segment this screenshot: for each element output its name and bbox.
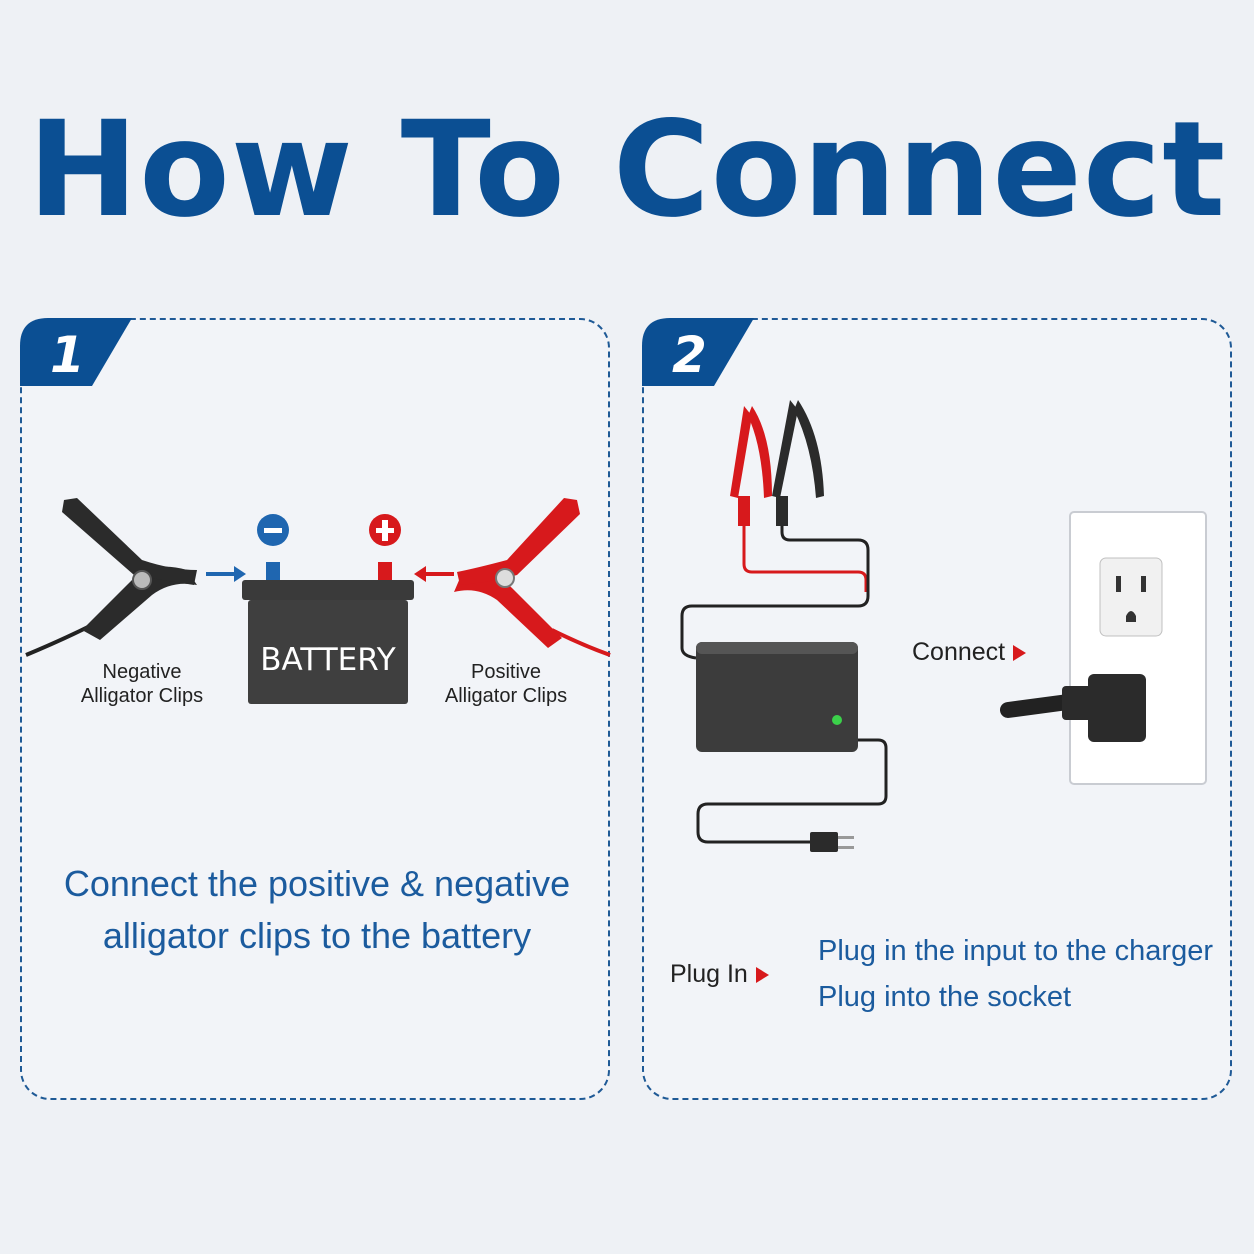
positive-clip-icon (454, 498, 611, 657)
step-number: 2 (672, 326, 707, 384)
plug-in-label: Plug In (670, 960, 769, 989)
charger-icon (680, 400, 888, 852)
step-1-panel: 1 BATTERY Negative Alligator Clips (20, 318, 611, 1100)
step-badge-shape (642, 318, 754, 386)
negative-clip-label: Negative Alligator Clips (80, 661, 204, 707)
positive-arrow-icon (414, 566, 454, 582)
connect-label: Connect (912, 638, 1027, 667)
red-arrow-icon (755, 967, 769, 984)
battery-icon (242, 514, 414, 704)
step-2-description: Plug in the input to the charger Plug in… (818, 935, 1213, 1013)
step-number: 1 (50, 326, 85, 384)
battery-label: BATTERY (260, 642, 396, 678)
step-badge-shape (20, 318, 132, 386)
positive-clip-label: Positive Alligator Clips (444, 661, 568, 707)
page-title: How To Connect (27, 93, 1227, 247)
wall-outlet-icon (1000, 511, 1207, 785)
step-1-description: Connect the positive & negative alligato… (63, 863, 571, 956)
negative-arrow-icon (206, 566, 246, 582)
step-2-panel: 2 Connect Plug In (642, 318, 1232, 1100)
negative-clip-icon (25, 498, 197, 657)
red-arrow-icon (1013, 645, 1027, 662)
